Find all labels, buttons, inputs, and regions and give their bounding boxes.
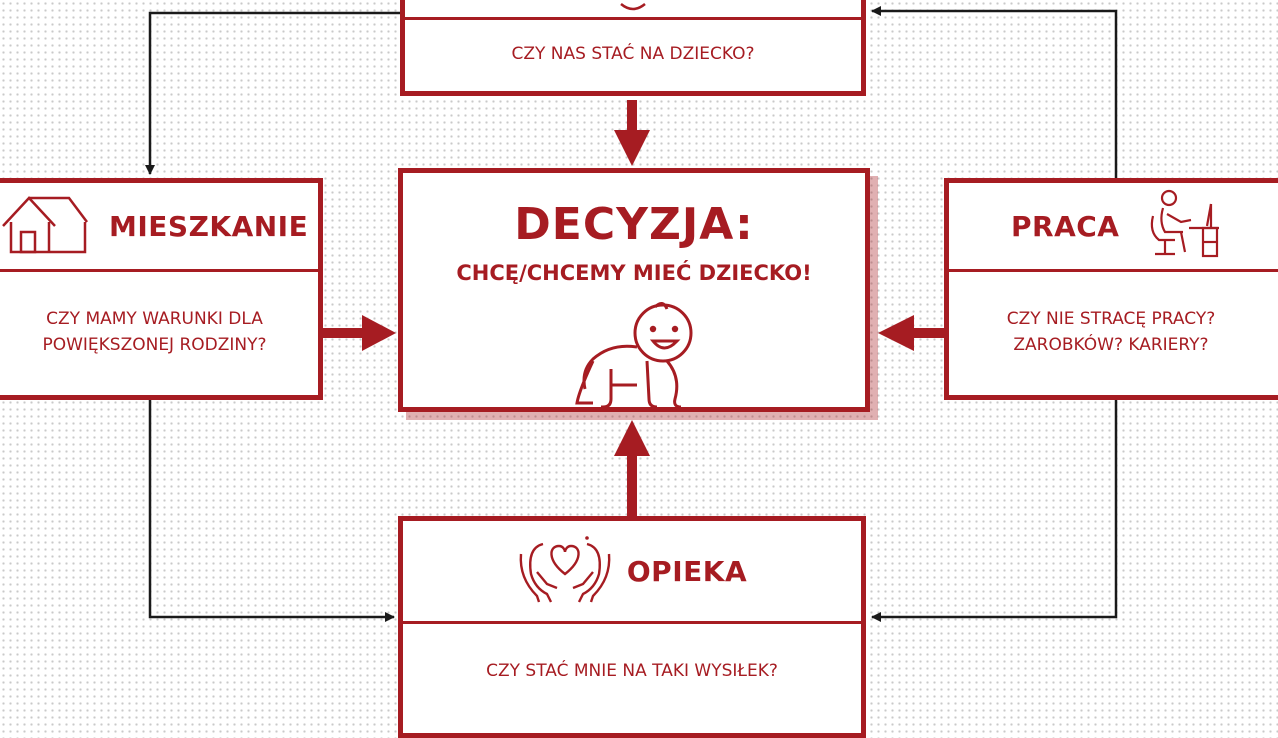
arrow-money-to-decision bbox=[614, 100, 650, 166]
work-question-line-2: ZAROBKÓW? KARIERY? bbox=[1013, 335, 1209, 355]
work-question: CZY NIE STRACĘ PRACY? ZAROBKÓW? KARIERY? bbox=[949, 269, 1273, 395]
home-title: MIESZKANIE bbox=[109, 209, 309, 243]
care-header: OPIEKA bbox=[403, 521, 861, 624]
home-question-line-2: POWIĘKSZONEJ RODZINY? bbox=[42, 335, 267, 355]
money-header bbox=[405, 0, 861, 20]
house-icon bbox=[1, 192, 91, 260]
home-box: MIESZKANIE CZY MAMY WARUNKI DLA POWIĘKSZ… bbox=[0, 178, 323, 400]
home-question-line-1: CZY MAMY WARUNKI DLA bbox=[46, 309, 263, 329]
connector-money-to-home bbox=[145, 11, 400, 175]
work-box: PRACA CZY NIE STRACĘ PRACY? ZAROBKÓW? KA… bbox=[944, 178, 1278, 400]
desk-worker-icon bbox=[1145, 186, 1221, 266]
connector-home-to-care bbox=[148, 400, 395, 622]
crawling-baby-icon bbox=[571, 299, 701, 415]
money-icon bbox=[618, 0, 648, 18]
decision-subtitle: CHCĘ/CHCEMY MIEĆ DZIECKO! bbox=[456, 261, 812, 285]
work-question-line-1: CZY NIE STRACĘ PRACY? bbox=[1006, 309, 1216, 329]
arrow-home-to-decision bbox=[323, 315, 396, 351]
money-box: CZY NAS STAĆ NA DZIECKO? bbox=[400, 0, 866, 96]
work-title: PRACA bbox=[1011, 209, 1120, 243]
home-question: CZY MAMY WARUNKI DLA POWIĘKSZONEJ RODZIN… bbox=[0, 269, 318, 395]
caring-hands-heart-icon bbox=[517, 534, 613, 608]
care-title: OPIEKA bbox=[626, 554, 748, 588]
arrow-work-to-decision bbox=[878, 315, 946, 351]
work-header: PRACA bbox=[949, 183, 1278, 272]
home-header: MIESZKANIE bbox=[0, 183, 318, 272]
connector-care-to-work bbox=[871, 400, 1118, 622]
decision-title: DECYZJA: bbox=[514, 199, 754, 250]
care-box: OPIEKA CZY STAĆ MNIE NA TAKI WYSIŁEK? bbox=[398, 516, 866, 738]
connector-work-to-money bbox=[871, 6, 1118, 178]
money-question: CZY NAS STAĆ NA DZIECKO? bbox=[405, 17, 861, 91]
care-question-text: CZY STAĆ MNIE NA TAKI WYSIŁEK? bbox=[486, 661, 778, 681]
money-question-text: CZY NAS STAĆ NA DZIECKO? bbox=[511, 44, 755, 64]
connector-lines bbox=[145, 6, 1118, 622]
decision-box: DECYZJA: CHCĘ/CHCEMY MIEĆ DZIECKO! bbox=[398, 168, 870, 412]
care-question: CZY STAĆ MNIE NA TAKI WYSIŁEK? bbox=[403, 621, 861, 721]
arrow-care-to-decision bbox=[614, 420, 650, 516]
